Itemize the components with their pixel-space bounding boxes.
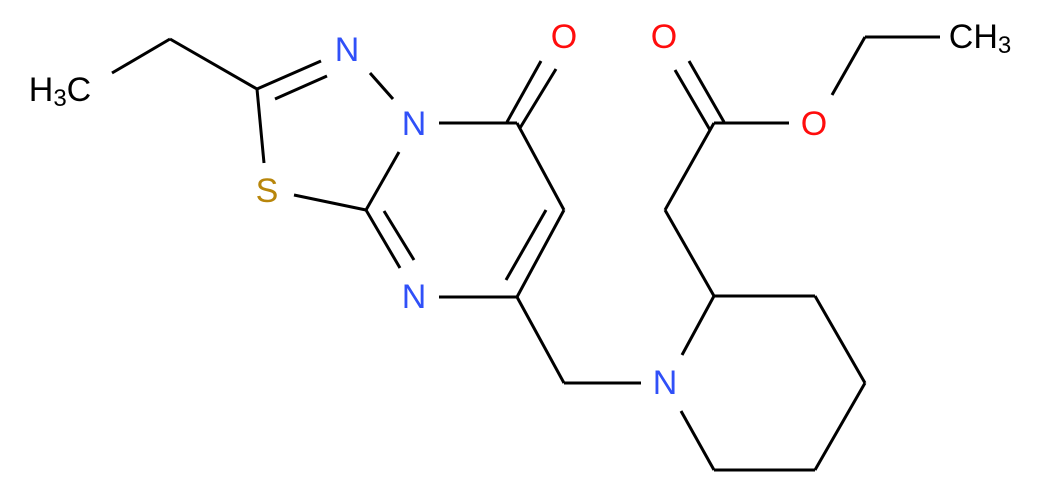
atom-o-ketone: O [551,18,577,56]
label-subscript: 3 [998,32,1011,59]
bond [368,72,395,100]
bond [518,68,558,129]
bond [256,59,322,91]
bond [515,209,566,298]
bond [274,74,328,101]
bond [505,60,543,123]
bond [663,122,716,211]
bond [111,37,171,75]
atom-s-thiadiazole: S [256,172,279,210]
bond [364,151,401,211]
bond [364,209,402,269]
atom-labels: H3C N N O S N N O O CH3 [29,18,1011,402]
label-c: C [67,71,92,109]
bond [673,69,712,131]
bond [169,37,258,91]
atom-methyl-left: H3C [29,71,91,112]
bond [813,295,867,384]
bond [679,410,716,471]
bond [515,122,566,211]
atom-o-ester-carbonyl: O [651,18,677,56]
label-h: H [29,71,54,109]
bond [687,60,726,123]
label-ch: CH [949,18,998,56]
bond [382,210,416,261]
atom-n-piperidine: N [653,364,678,402]
bond [813,382,867,471]
atom-n-triazole-top: N [335,31,360,69]
bond [504,209,548,281]
bond [255,88,266,164]
atom-methyl-right: CH3 [949,18,1011,59]
bond [293,193,367,212]
bond [680,295,716,356]
atom-n-bridgehead: N [402,105,427,143]
label-subscript: 3 [53,85,66,112]
bond [515,296,566,384]
bond [830,36,867,96]
atom-o-ester-ether: O [801,105,827,143]
bonds [111,35,940,472]
bond [663,209,716,297]
atom-n-pyrimidine: N [402,278,427,316]
